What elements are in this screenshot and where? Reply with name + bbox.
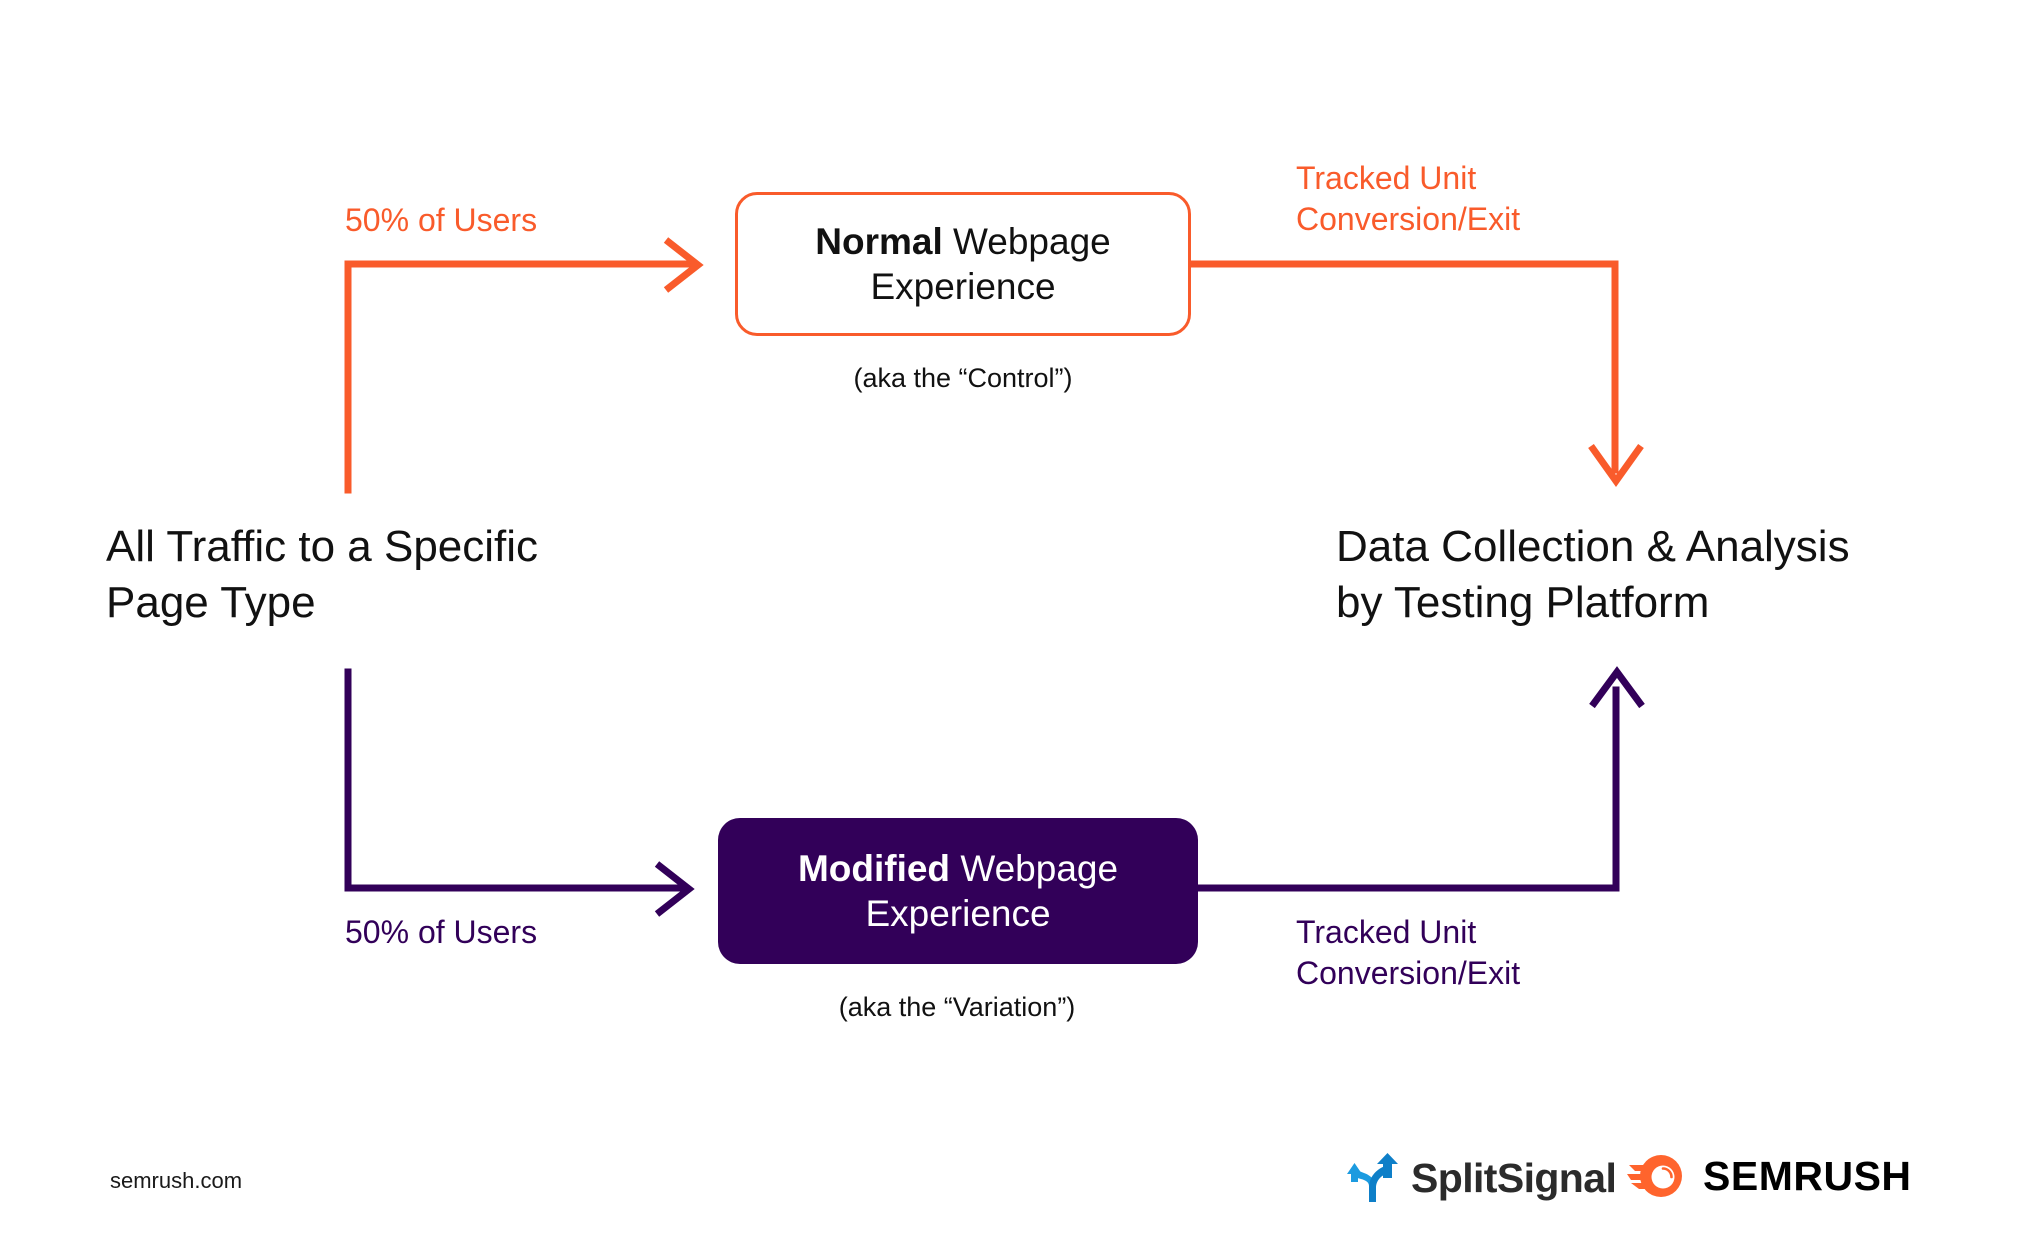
semrush-logo: SEMRUSH — [1627, 1152, 1912, 1200]
connector-variation-to-analysis — [1194, 686, 1620, 892]
label-all-traffic: All Traffic to a Specific Page Type — [106, 522, 539, 628]
node-normal-line2: Experience — [870, 266, 1056, 307]
connector-control-to-analysis — [1187, 260, 1619, 474]
node-modified-rest: Webpage — [950, 847, 1119, 889]
node-normal-label: Normal Webpage Experience — [815, 219, 1110, 309]
semrush-comet-icon — [1627, 1155, 1682, 1197]
arrowhead-split-to-variation — [654, 861, 695, 917]
arrowhead-control-to-analysis — [1588, 443, 1644, 488]
arrowhead-variation-to-analysis — [1589, 666, 1645, 709]
node-modified-emphasis: Modified — [797, 847, 951, 889]
node-modified-line2: Experience — [865, 893, 1051, 934]
connector-split-to-variation — [344, 668, 684, 892]
node-modified-label: Modified Webpage Experience — [798, 846, 1118, 936]
node-normal-rest: Webpage — [942, 220, 1111, 262]
label-tracked-unit-control: Tracked Unit Conversion/Exit — [1296, 160, 1521, 237]
splitsignal-logo: SplitSignal — [1345, 1152, 1617, 1204]
node-modified-webpage-experience[interactable]: Modified Webpage Experience — [718, 818, 1198, 964]
split-arrow-icon — [1347, 1153, 1398, 1202]
label-data-collection: Data Collection & Analysis by Testing Pl… — [1336, 522, 1850, 628]
footer-source-url: semrush.com — [110, 1168, 243, 1193]
connector-split-to-control — [344, 260, 694, 494]
label-split-percentage-control: 50% of Users — [345, 202, 538, 238]
label-split-percentage-variation: 50% of Users — [345, 914, 538, 950]
node-normal-webpage-experience[interactable]: Normal Webpage Experience — [735, 192, 1191, 336]
semrush-wordmark: SEMRUSH — [1703, 1152, 1912, 1199]
node-normal-emphasis: Normal — [815, 220, 943, 262]
arrowhead-split-to-control — [663, 237, 704, 293]
splitsignal-wordmark: SplitSignal — [1411, 1154, 1617, 1201]
caption-control: (aka the “Control”) — [853, 363, 1073, 393]
caption-variation: (aka the “Variation”) — [838, 992, 1076, 1022]
label-tracked-unit-variation: Tracked Unit Conversion/Exit — [1296, 914, 1521, 991]
